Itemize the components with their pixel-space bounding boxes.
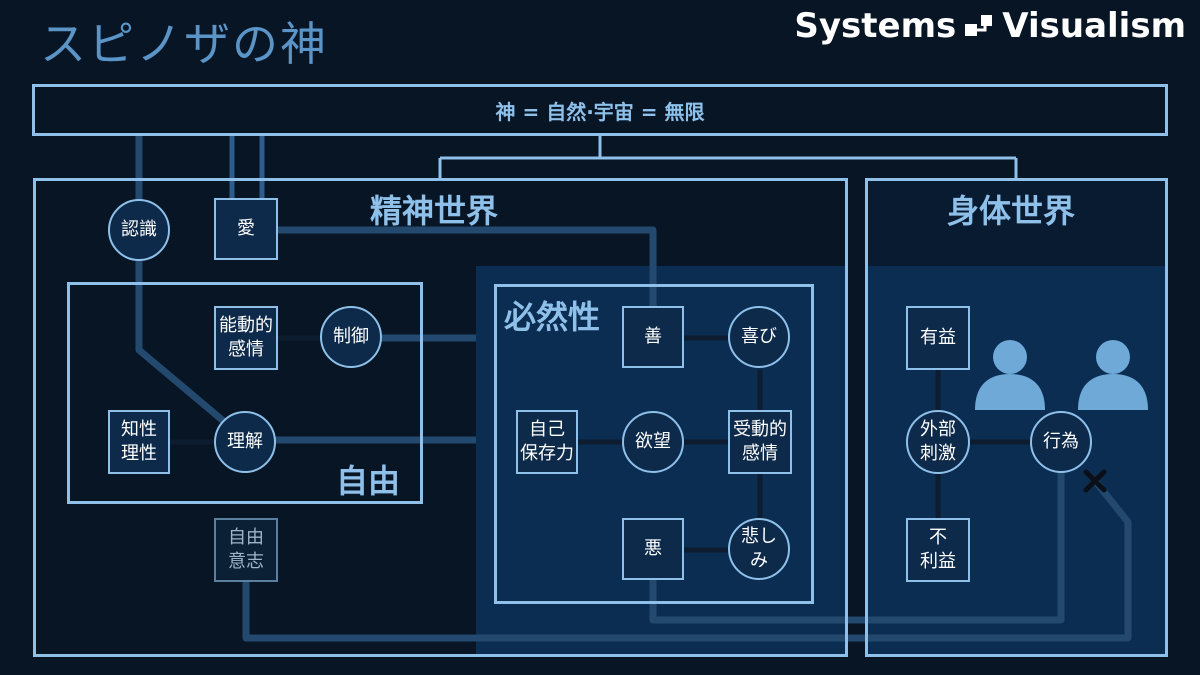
brand-second-word: Visualism	[1002, 6, 1186, 46]
mental-world-heading: 精神世界	[370, 192, 499, 230]
person-icon	[975, 340, 1045, 410]
inner-connector-group	[170, 335, 1030, 553]
necessity-frame	[494, 284, 814, 604]
understanding-node: 理解	[214, 411, 276, 473]
external-stimulus-node: 外部 刺激	[906, 410, 970, 474]
love-feed-group	[229, 136, 265, 200]
harmful-node: 不 利益	[906, 518, 970, 582]
control-node: 制御	[320, 306, 382, 368]
connector-bar-split	[438, 136, 1018, 180]
recognition-node: 認識	[108, 199, 170, 261]
active-emotion-node: 能動的 感情	[214, 306, 278, 370]
path-bottom-loop	[242, 479, 1132, 642]
love-node: 愛	[214, 198, 278, 260]
brand-first-word: Systems	[794, 6, 957, 46]
passive-emotion-node: 受動的 感情	[728, 410, 792, 474]
physical-world-frame	[865, 178, 1168, 657]
good-node: 善	[622, 306, 684, 368]
freedom-frame	[67, 282, 423, 504]
beneficial-node: 有益	[906, 306, 970, 370]
desire-node: 欲望	[622, 411, 684, 473]
intellect-reason-node: 知性 理性	[108, 410, 170, 474]
path-love-good	[246, 226, 657, 338]
systems-logo-icon	[964, 11, 994, 41]
god-nature-bar: 神 = 自然·宇宙 = 無限	[32, 84, 1168, 136]
brand-logo: Systems Visualism	[794, 6, 1186, 46]
top-connector-group	[438, 136, 1018, 180]
free-will-node: 自由 意志	[214, 518, 278, 582]
physical-header-fill	[866, 180, 1167, 266]
path-panel-action	[649, 440, 1065, 624]
self-preservation-node: 自己 保存力	[516, 410, 578, 474]
sadness-node: 悲し み	[728, 518, 790, 580]
joy-node: 喜び	[728, 306, 790, 368]
person-icon	[1078, 340, 1148, 410]
mental-world-frame	[33, 178, 848, 657]
page-title: スピノザの神	[40, 17, 328, 71]
action-node: 行為	[1030, 411, 1092, 473]
physical-world-heading: 身体世界	[947, 192, 1076, 230]
blocked-cross-icon	[1083, 469, 1107, 493]
necessity-heading: 必然性	[504, 298, 601, 336]
evil-node: 悪	[622, 518, 684, 580]
freedom-heading: 自由	[336, 462, 401, 500]
